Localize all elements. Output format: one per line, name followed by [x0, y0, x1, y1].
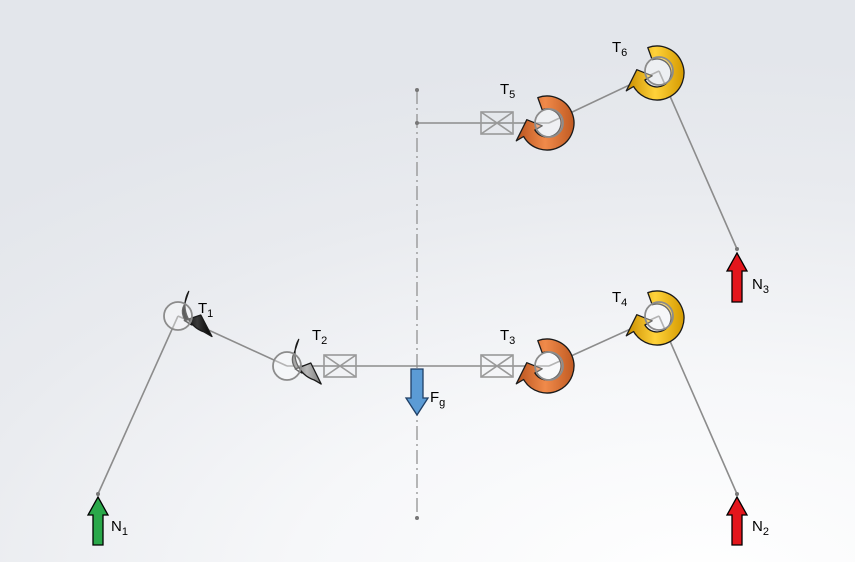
torque-arrow-t4 [625, 290, 685, 346]
torque-T4-shape [625, 290, 685, 346]
joints [163, 56, 674, 381]
torque-T6-shape [625, 45, 685, 101]
force-arrow-n3 [725, 251, 749, 303]
torque-T1-shape [181, 290, 213, 338]
label-t5: T5 [500, 81, 515, 101]
label-n2: N2 [752, 518, 769, 538]
torque-arrow-t6 [625, 45, 685, 101]
joint-t2 [272, 351, 302, 381]
torque-T3-shape [515, 338, 575, 394]
label-t3: T3 [500, 327, 515, 347]
torque-arrow-t5 [515, 95, 575, 151]
label-t1: T1 [198, 300, 213, 320]
label-t4: T4 [612, 289, 627, 309]
torque-arrow-t1 [181, 290, 213, 338]
label-t6: T6 [612, 39, 627, 59]
label-n3: N3 [752, 276, 769, 296]
leg-right-lower [658, 315, 738, 495]
torque-arrow-t3 [515, 338, 575, 394]
joint-t5 [534, 108, 564, 138]
leg-right-upper [658, 70, 738, 250]
bearing-box-left [323, 354, 357, 378]
force-arrow-n1 [86, 495, 110, 546]
label-n1: N1 [111, 518, 128, 538]
bearing-box-upper [480, 111, 514, 135]
force-arrow-n2 [725, 495, 749, 546]
joint-t6 [644, 56, 674, 86]
joint-t4 [644, 301, 674, 331]
joint-t1 [163, 301, 193, 331]
force-arrow-fg [404, 368, 430, 417]
bearing-box-right [480, 354, 514, 378]
centerline [415, 88, 419, 520]
leg-left [97, 315, 179, 495]
label-t2: T2 [312, 327, 327, 347]
label-fg: Fg [430, 389, 445, 409]
torque-T5-shape [515, 95, 575, 151]
joint-t3 [534, 351, 564, 381]
